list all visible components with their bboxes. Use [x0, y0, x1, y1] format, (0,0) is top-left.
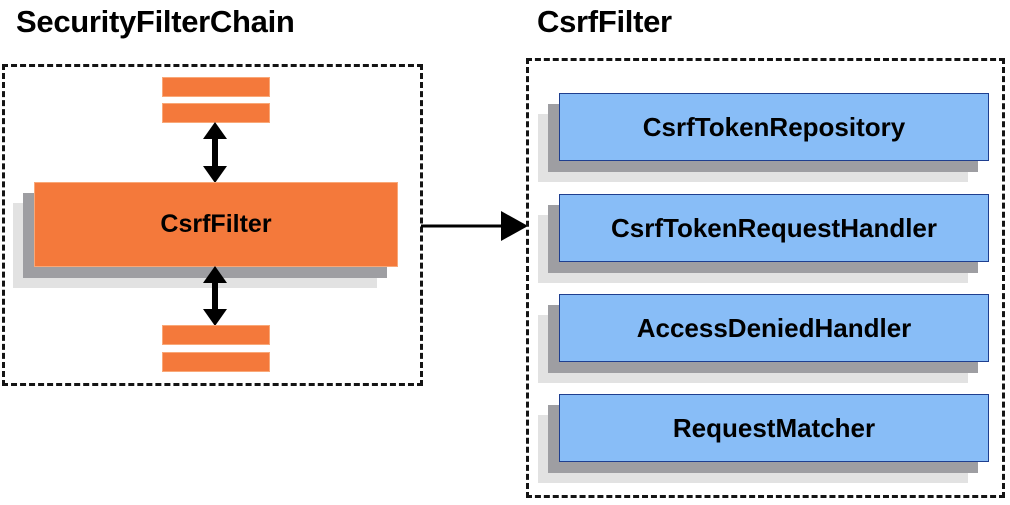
- connector-arrow-csrf-filter-to-collaborators: [421, 211, 528, 241]
- arrow-head-right-icon: [501, 211, 528, 241]
- node-request-matcher-label: RequestMatcher: [559, 394, 989, 462]
- arrow-head-down-icon: [203, 309, 227, 326]
- node-csrf-token-request-handler-label: CsrfTokenRequestHandler: [559, 194, 989, 262]
- node-csrf-token-repository-label: CsrfTokenRepository: [559, 93, 989, 161]
- node-request-matcher[interactable]: RequestMatcher: [538, 394, 989, 483]
- filter-bar-bottom-1: [162, 325, 270, 345]
- node-access-denied-handler-label: AccessDeniedHandler: [559, 294, 989, 362]
- filter-bar-top-2: [162, 103, 270, 123]
- arrow-head-up-icon: [203, 266, 227, 283]
- filter-bar-top-1: [162, 77, 270, 97]
- arrow-shaft: [212, 281, 218, 311]
- node-csrf-filter-label: CsrfFilter: [34, 182, 398, 267]
- arrow-head-up-icon: [203, 122, 227, 139]
- double-arrow-above-csrf-filter: [200, 122, 230, 183]
- filter-bar-bottom-2: [162, 352, 270, 372]
- csrf-filter-container: [526, 58, 1005, 498]
- arrow-shaft: [212, 137, 218, 168]
- double-arrow-below-csrf-filter: [200, 266, 230, 326]
- node-access-denied-handler[interactable]: AccessDeniedHandler: [538, 294, 989, 383]
- arrow-head-down-icon: [203, 166, 227, 183]
- panel-title-csrf-filter: CsrfFilter: [537, 4, 672, 39]
- node-csrf-token-repository[interactable]: CsrfTokenRepository: [538, 93, 989, 182]
- node-csrf-token-request-handler[interactable]: CsrfTokenRequestHandler: [538, 194, 989, 283]
- panel-title-security-filter-chain: SecurityFilterChain: [16, 4, 295, 39]
- arrow-shaft: [421, 224, 511, 228]
- node-csrf-filter[interactable]: CsrfFilter: [13, 182, 398, 288]
